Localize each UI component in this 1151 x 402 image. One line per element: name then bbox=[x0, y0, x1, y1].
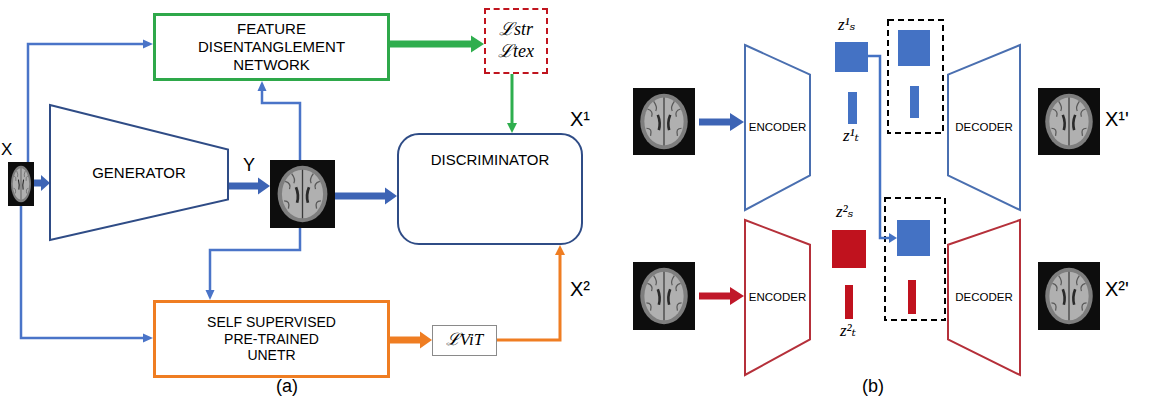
arrow-connector bbox=[335, 188, 397, 205]
node-text: GENERATOR bbox=[92, 164, 186, 182]
arrow-connector bbox=[497, 245, 565, 340]
brain-image bbox=[633, 88, 695, 155]
discriminator-box: DISCRIMINATOR bbox=[397, 133, 583, 245]
brain-image bbox=[8, 162, 34, 206]
arrow-connector bbox=[21, 206, 153, 343]
brain-image bbox=[1038, 262, 1100, 330]
brain-image bbox=[1038, 88, 1100, 155]
panel-label: (b) bbox=[862, 377, 884, 397]
dashed-bracket bbox=[888, 20, 943, 133]
code-label: z²ₜ bbox=[840, 322, 856, 341]
node-text: DECODER bbox=[955, 291, 1013, 305]
arrow-connector bbox=[206, 228, 301, 300]
structure-code bbox=[897, 220, 930, 256]
structure-code bbox=[832, 230, 866, 268]
generator-trapezoid: GENERATOR bbox=[50, 105, 228, 240]
node-text: Y bbox=[243, 156, 255, 174]
arrow-connector bbox=[228, 178, 270, 195]
structure-code bbox=[835, 42, 868, 72]
node-text: ENCODER bbox=[749, 121, 807, 135]
arrow-connector bbox=[507, 74, 517, 133]
arrow-connector bbox=[258, 81, 301, 160]
code-label: z¹ₜ bbox=[843, 127, 859, 146]
image-label: X² bbox=[570, 278, 590, 300]
node-text: ℒtex bbox=[498, 41, 534, 63]
decoder-trapezoid: DECODER bbox=[948, 45, 1020, 210]
arrow-connector bbox=[390, 36, 484, 53]
panel-label: (a) bbox=[276, 377, 298, 397]
texture-code bbox=[848, 92, 857, 124]
structure-code bbox=[898, 30, 930, 66]
decoder-trapezoid: DECODER bbox=[948, 220, 1020, 375]
node-text: FEATURE DISENTANGLEMENT NETWORK bbox=[177, 20, 367, 74]
encoder-trapezoid: ENCODER bbox=[745, 220, 810, 375]
input-arrow bbox=[699, 287, 744, 305]
node-text: ℒstr bbox=[499, 19, 533, 41]
node-text: ENCODER bbox=[749, 291, 807, 305]
texture-code bbox=[845, 285, 853, 319]
texture-code bbox=[910, 86, 919, 118]
dashed-bracket bbox=[885, 198, 945, 320]
node-text: DISCRIMINATOR bbox=[431, 151, 550, 169]
brain-image bbox=[270, 160, 335, 228]
output-image: Y bbox=[270, 160, 335, 228]
code-label: z¹ₛ bbox=[838, 16, 855, 35]
arrow-connector bbox=[34, 175, 50, 191]
pretrained-box: SELF SUPERVISED PRE-TRAINED UNETR bbox=[153, 300, 390, 378]
node-text: X bbox=[1, 141, 12, 158]
loss-box: ℒstrℒtex bbox=[484, 8, 548, 74]
arrow-connector bbox=[390, 332, 432, 349]
input-arrow bbox=[699, 113, 744, 131]
node-text: DECODER bbox=[955, 121, 1013, 135]
code-label: z²ₛ bbox=[836, 203, 853, 222]
node-text: ℒViT bbox=[446, 330, 483, 350]
node-text: SELF SUPERVISED PRE-TRAINED UNETR bbox=[200, 314, 343, 364]
brain-image bbox=[633, 262, 695, 330]
arrow-connector bbox=[28, 40, 153, 163]
loss-box: ℒViT bbox=[432, 325, 497, 356]
image-label: X¹ bbox=[570, 108, 590, 130]
image-label: X²' bbox=[1105, 278, 1129, 300]
network-box: FEATURE DISENTANGLEMENT NETWORK bbox=[153, 13, 390, 81]
image-label: X¹' bbox=[1105, 108, 1129, 130]
swap-arrow bbox=[868, 56, 897, 243]
input-image: X bbox=[8, 162, 34, 206]
encoder-trapezoid: ENCODER bbox=[745, 45, 810, 210]
texture-code bbox=[908, 280, 916, 314]
